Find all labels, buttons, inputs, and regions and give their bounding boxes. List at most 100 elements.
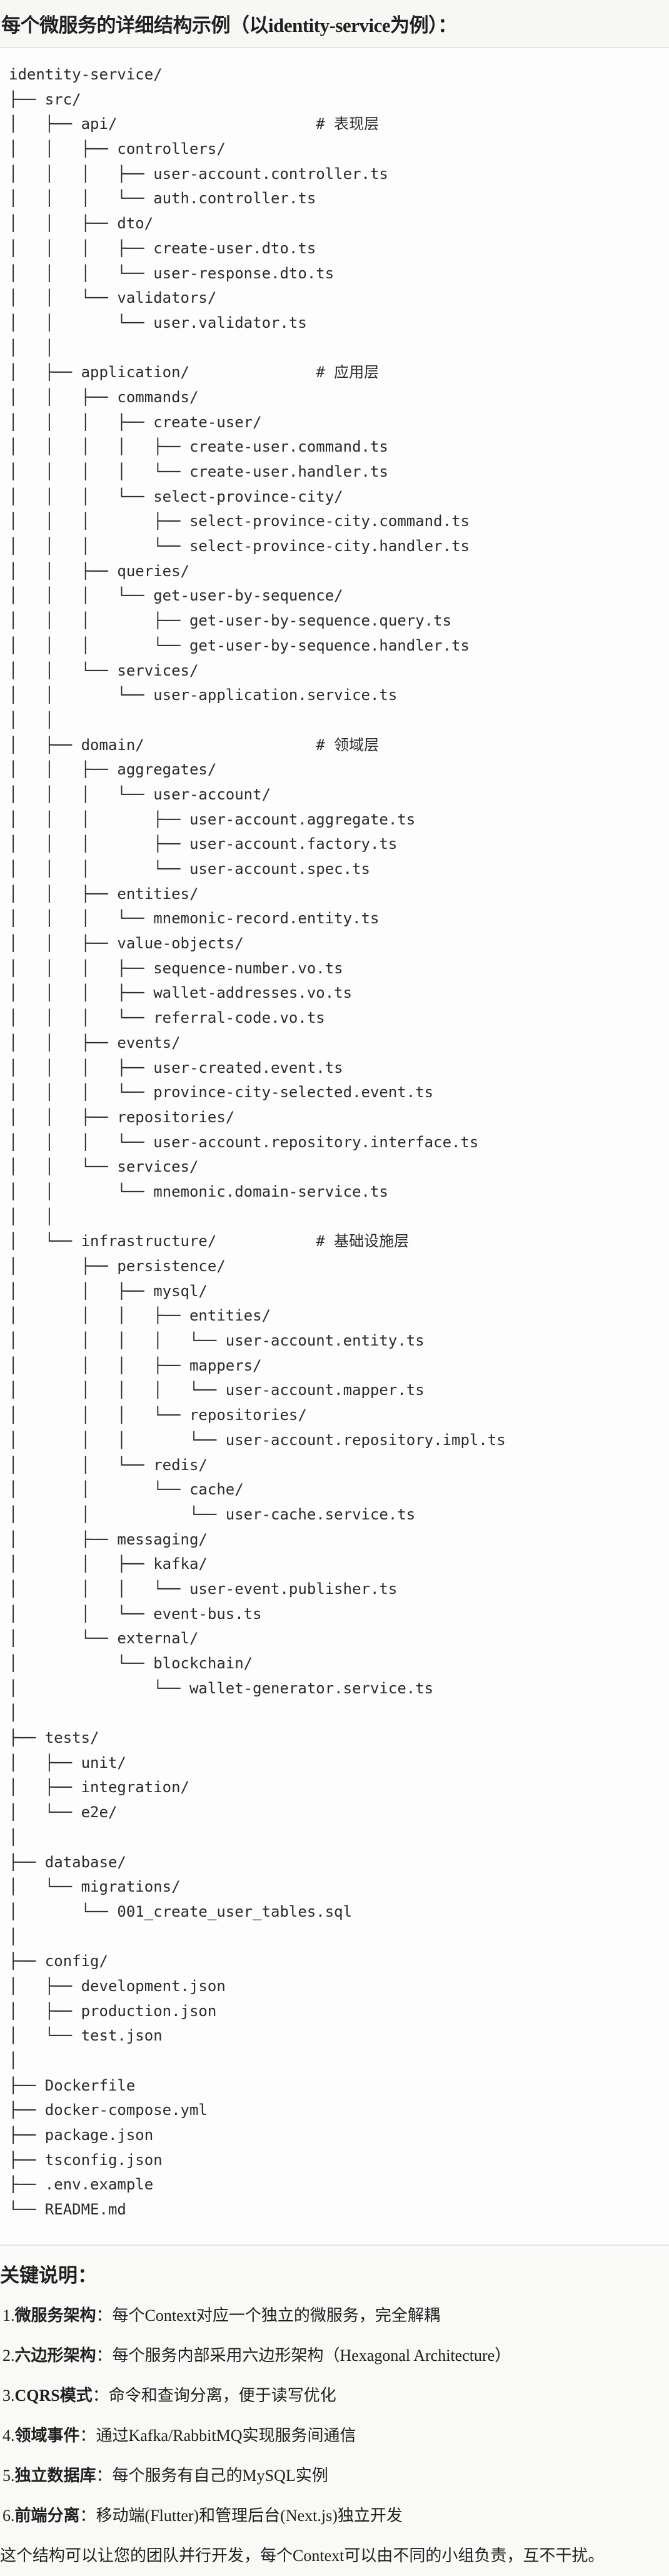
note-item: 4.领域事件：通过Kafka/RabbitMQ实现服务间通信: [0, 2416, 669, 2456]
tree-line: ├── docker-compose.yml: [9, 2101, 208, 2119]
tree-line: │ │ └── user-application.service.ts: [9, 686, 398, 704]
note-separator: ：: [92, 2386, 109, 2405]
note-number: 1.: [3, 2306, 15, 2325]
note-label: CQRS模式: [14, 2386, 93, 2405]
tree-line: │ │ │ └── user-account/: [9, 785, 271, 803]
tree-line: │ └── 001_create_user_tables.sql: [9, 1902, 353, 1920]
tree-line: ├── .env.example: [9, 2176, 154, 2194]
tree-line: │ │ │ │ └── user-account.entity.ts: [9, 1332, 425, 1350]
tree-line: │ ├── messaging/: [9, 1530, 208, 1548]
tree-line: │ │ │ ├── create-user.dto.ts: [9, 239, 316, 257]
section-title: 每个微服务的详细结构示例（以identity-service为例）：: [1, 14, 457, 36]
section-header: 每个微服务的详细结构示例（以identity-service为例）：: [0, 0, 669, 48]
tree-line: ├── package.json: [9, 2126, 154, 2144]
note-item: 1.微服务架构：每个Context对应一个独立的微服务，完全解耦: [0, 2296, 669, 2336]
tree-line: │ │ │ │ └── user-account.mapper.ts: [9, 1381, 425, 1399]
tree-line: ├── Dockerfile: [9, 2076, 136, 2094]
tree-line: │ │ ├── dto/: [9, 215, 154, 233]
tree-line: │ │ │ ├── select-province-city.command.t…: [9, 512, 470, 530]
tree-line: │ │ │ └── select-province-city/: [9, 487, 343, 505]
tree-line: │ │ │ ├── user-account.controller.ts: [9, 165, 388, 183]
tree-line: │ │ │ └── user-account.spec.ts: [9, 860, 370, 878]
tree-line: │ │ │ ├── get-user-by-sequence.query.ts: [9, 612, 452, 630]
note-label: 前端分离: [14, 2507, 80, 2525]
tree-line: │ │ └── services/: [9, 1158, 199, 1176]
note-text: 通过Kafka/RabbitMQ实现服务间通信: [96, 2426, 356, 2445]
note-label: 微服务架构: [14, 2306, 96, 2325]
tree-line: ├── config/: [9, 1952, 108, 1970]
tree-line: │ │ │ └── user-response.dto.ts: [9, 264, 334, 282]
tree-line: │ │ ├── aggregates/: [9, 761, 217, 779]
tree-line: ├── tests/: [9, 1729, 99, 1747]
tree-line: │ │ └── event-bus.ts: [9, 1605, 262, 1623]
note-number: 3.: [3, 2386, 15, 2405]
tree-line: │ │ │ ├── create-user/: [9, 413, 262, 431]
tree-line: │ │ ├── mysql/: [9, 1282, 208, 1300]
tree-line: ├── tsconfig.json: [9, 2151, 163, 2169]
tree-line: │ │ │ │ ├── create-user.command.ts: [9, 438, 388, 456]
note-label: 六边形架构: [14, 2346, 96, 2365]
note-item: 5.独立数据库：每个服务有自己的MySQL实例: [0, 2456, 669, 2496]
summary-text: 这个结构可以让您的团队并行开发，每个Context可以由不同的小组负责，互不干扰…: [0, 2547, 605, 2565]
tree-line: │ │ ├── events/: [9, 1033, 181, 1052]
tree-line: │ └── infrastructure/ # 基础设施层: [9, 1232, 410, 1250]
note-text: 命令和查询分离，便于读写优化: [108, 2386, 336, 2405]
directory-tree-code-block: identity-service/├── src/│ ├── api/ # 表现…: [0, 48, 669, 2246]
tree-line: │ │ │ └── user-event.publisher.ts: [9, 1580, 398, 1598]
note-number: 6.: [3, 2507, 15, 2525]
tree-line: │ ├── domain/ # 领域层: [9, 736, 380, 754]
tree-line: │ │ ├── kafka/: [9, 1555, 208, 1573]
tree-line: │ ├── persistence/: [9, 1257, 226, 1275]
tree-line: │ │ └── validators/: [9, 289, 217, 307]
tree-line: │ │ │ └── repositories/: [9, 1406, 307, 1424]
tree-line: │ ├── integration/: [9, 1778, 189, 1797]
tree-line: │ │ └── mnemonic.domain-service.ts: [9, 1182, 388, 1200]
tree-line: │ │: [9, 1207, 54, 1225]
tree-line: │ ├── development.json: [9, 1977, 226, 1995]
tree-line: │ │ │ └── user-account.repository.impl.t…: [9, 1431, 506, 1449]
tree-line: │ ├── unit/: [9, 1753, 126, 1772]
tree-line: ├── database/: [9, 1853, 126, 1871]
tree-line: │ │ │ ├── user-created.event.ts: [9, 1058, 343, 1077]
tree-line: │ └── migrations/: [9, 1878, 181, 1896]
tree-line: │ │ │ ├── sequence-number.vo.ts: [9, 959, 343, 977]
note-item: 2.六边形架构：每个服务内部采用六边形架构（Hexagonal Architec…: [0, 2336, 669, 2376]
tree-line: │ │ │ └── auth.controller.ts: [9, 190, 316, 208]
tree-line: │: [9, 1704, 18, 1722]
tree-line: ├── src/: [9, 90, 81, 108]
note-text: 每个服务内部采用六边形架构（Hexagonal Architecture）: [112, 2346, 511, 2365]
tree-line: │ ├── api/ # 表现层: [9, 115, 380, 133]
note-number: 5.: [3, 2467, 15, 2485]
note-number: 2.: [3, 2346, 15, 2365]
note-separator: ：: [96, 2306, 113, 2325]
tree-line: │ └── wallet-generator.service.ts: [9, 1679, 434, 1697]
tree-line: │: [9, 1828, 18, 1846]
tree-line: │: [9, 1927, 18, 1945]
note-number: 4.: [3, 2426, 15, 2445]
tree-line: │ ├── application/ # 应用层: [9, 363, 380, 382]
notes-heading: 关键说明：: [0, 2264, 97, 2286]
tree-line: │ │ │ └── get-user-by-sequence/: [9, 587, 343, 605]
tree-line: │ │ │ │ └── create-user.handler.ts: [9, 463, 388, 480]
note-item: 6.前端分离：移动端(Flutter)和管理后台(Next.js)独立开发: [0, 2496, 669, 2536]
tree-line: │ │ │ ├── user-account.factory.ts: [9, 835, 398, 853]
tree-line: │ └── e2e/: [9, 1803, 118, 1822]
tree-line: │ │ │ └── user-account.repository.interf…: [9, 1133, 479, 1151]
tree-line: │ │ │ └── select-province-city.handler.t…: [9, 537, 470, 555]
tree-line: │ └── test.json: [9, 2027, 163, 2045]
note-label: 独立数据库: [14, 2467, 96, 2485]
tree-line: │ │ │ └── province-city-selected.event.t…: [9, 1083, 434, 1102]
tree-line: │ │ ├── commands/: [9, 388, 199, 406]
tree-line: │ │ ├── entities/: [9, 885, 199, 903]
note-text: 移动端(Flutter)和管理后台(Next.js)独立开发: [96, 2507, 403, 2525]
tree-line: │ │ │ └── referral-code.vo.ts: [9, 1009, 325, 1027]
tree-line: │ │ ├── value-objects/: [9, 935, 244, 953]
tree-line: │ │ ├── queries/: [9, 562, 189, 580]
tree-line: │ │ │ └── mnemonic-record.entity.ts: [9, 910, 380, 928]
tree-line: │ │ │ ├── mappers/: [9, 1356, 262, 1374]
tree-line: │ └── blockchain/: [9, 1655, 253, 1672]
tree-line: │ │ │ └── get-user-by-sequence.handler.t…: [9, 636, 470, 654]
tree-line: │ │ │ ├── wallet-addresses.vo.ts: [9, 984, 353, 1002]
tree-line: │ │ └── user-cache.service.ts: [9, 1505, 416, 1523]
